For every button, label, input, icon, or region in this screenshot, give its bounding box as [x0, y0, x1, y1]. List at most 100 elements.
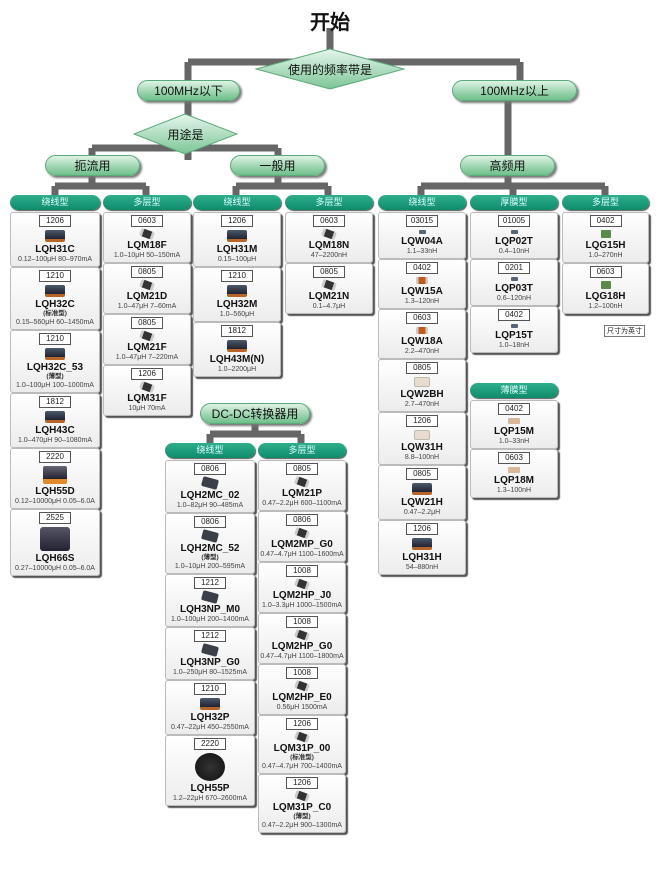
product-name: LQH2MC_52	[180, 543, 240, 554]
product-spec: 0.47–2.2μH 600–1100mA	[262, 500, 342, 507]
product-name: LQG15H	[585, 240, 626, 251]
coil-icon	[45, 230, 65, 242]
size-code: 2220	[39, 451, 71, 463]
size-code: 0806	[194, 463, 226, 475]
product-card[interactable]: 2220 LQH55D 0.12–10000μH 0.05–6.0A	[10, 448, 100, 509]
coil-icon	[45, 411, 65, 423]
general-wirewound-column: 绕线型 1206 LQH31M 0.15–100μH 1210 LQH32M 1…	[193, 195, 281, 377]
product-spec: 1.0–3.3μH 1000–1500mA	[262, 602, 342, 609]
size-code: 1812	[39, 396, 71, 408]
branch-above-100mhz[interactable]: 100MHz以上	[452, 80, 577, 101]
product-card[interactable]: 0805 LQW21H 0.47–2.2μH	[378, 465, 466, 520]
product-card[interactable]: 0805 LQM21P 0.47–2.2μH 600–1100mA	[258, 460, 346, 511]
product-spec: 0.15–100μH	[217, 256, 257, 263]
column-header: 绕线型	[193, 195, 281, 210]
product-name: LQH55D	[35, 486, 75, 497]
product-card[interactable]: 1210 LQH32C_53 (薄型) 1.0–100μH 100–1000mA	[10, 330, 100, 393]
size-code: 1212	[194, 630, 226, 642]
product-name: LQW04A	[401, 236, 443, 247]
product-card[interactable]: 0603 LQP18M 1.3–100nH	[470, 449, 558, 498]
size-code: 0805	[313, 266, 345, 278]
product-card[interactable]: 1206 LQH31M 0.15–100μH	[193, 212, 281, 267]
size-unit-note: 尺寸为英寸	[604, 325, 645, 337]
product-card[interactable]: 1206 LQM31P_00 (标准型) 0.47–4.7μH 700–1400…	[258, 715, 346, 774]
chip-icon	[294, 526, 310, 540]
product-card[interactable]: 0402 LQP15M 1.0–33nH	[470, 400, 558, 449]
product-card[interactable]: 0201 LQP03T 0.6–120nH	[470, 259, 558, 306]
product-card[interactable]: 1210 LQH32M 1.0–560μH	[193, 267, 281, 322]
product-spec: 0.47–4.7μH 1100–1600mA	[260, 551, 344, 558]
product-spec: 1.0–10μH 200–595mA	[174, 563, 246, 570]
product-name: LQM2HP_G0	[271, 641, 333, 652]
product-card[interactable]: 2220 LQH55P 1.2–22μH 670–2600mA	[165, 735, 255, 806]
product-card[interactable]: 0603 LQG18H 1.2–100nH	[562, 263, 649, 314]
green-chip-icon	[600, 230, 611, 238]
coil-icon	[412, 483, 432, 495]
size-code: 0603	[313, 215, 345, 227]
product-card[interactable]: 1008 LQM2HP_E0 0.56μH 1500mA	[258, 664, 346, 715]
product-card[interactable]: 1206 LQH31H 54–880nH	[378, 520, 466, 575]
product-name: LQH43M(N)	[209, 354, 265, 365]
size-code: 0603	[589, 266, 622, 278]
flat-coil-icon	[200, 476, 220, 490]
product-card[interactable]: 0603 LQW18A 2.2–470nH	[378, 309, 466, 359]
shielded-coil-icon	[40, 527, 70, 551]
branch-dcdc-converter[interactable]: DC-DC转换器用	[200, 403, 310, 424]
chip-icon	[294, 679, 310, 693]
branch-choke[interactable]: 扼流用	[45, 155, 140, 176]
product-name: LQW2BH	[400, 389, 444, 400]
flat-coil-icon	[200, 590, 220, 604]
size-code: 2220	[194, 738, 226, 750]
product-spec: 1.0–10μH 50–150mA	[113, 252, 181, 259]
product-name: LQM2HP_E0	[272, 692, 332, 703]
product-card[interactable]: 0805 LQM21D 1.0–47μH 7–60mA	[103, 263, 191, 314]
product-card[interactable]: 0806 LQM2MP_G0 0.47–4.7μH 1100–1600mA	[258, 511, 346, 562]
product-card[interactable]: 0805 LQW2BH 2.7–470nH	[378, 359, 466, 412]
chip-icon	[321, 278, 337, 292]
branch-below-100mhz[interactable]: 100MHz以下	[137, 80, 240, 101]
coil-icon	[227, 340, 247, 352]
product-name: LQH66S	[35, 553, 75, 564]
product-card[interactable]: 01005 LQP02T 0.4–10nH	[470, 212, 558, 259]
product-card[interactable]: 0806 LQH2MC_52 (薄型) 1.0–10μH 200–595mA	[165, 513, 255, 574]
product-card[interactable]: 0805 LQM21F 1.0–47μH 7–220mA	[103, 314, 191, 365]
product-card[interactable]: 1206 LQM31F 10μH 70mA	[103, 365, 191, 416]
product-card[interactable]: 1206 LQW31H 8.8–100nH	[378, 412, 466, 465]
size-code: 0806	[194, 516, 226, 528]
product-spec: 0.47–2.2μH	[403, 509, 441, 516]
product-card[interactable]: 0806 LQH2MC_02 1.0–82μH 90–485mA	[165, 460, 255, 513]
product-card[interactable]: 1210 LQH32C (标准型) 0.15–560μH 60–1450mA	[10, 267, 100, 330]
branch-general[interactable]: 一般用	[230, 155, 325, 176]
tiny-chip-icon	[510, 324, 518, 328]
product-card[interactable]: 0603 LQM18F 1.0–10μH 50–150mA	[103, 212, 191, 263]
product-name: LQM21P	[281, 488, 322, 499]
product-card[interactable]: 1812 LQH43M(N) 1.0–2200μH	[193, 322, 281, 377]
product-card[interactable]: 1206 LQH31C 0.12–100μH 80–970mA	[10, 212, 100, 267]
product-spec: 1.2–22μH 670–2600mA	[172, 795, 248, 802]
size-code: 1210	[39, 270, 71, 282]
product-card[interactable]: 0603 LQM18N 47–2200nH	[285, 212, 373, 263]
product-card[interactable]: 1212 LQH3NP_M0 1.0–100μH 200–1400mA	[165, 574, 255, 627]
product-spec: 1.0–270nH	[588, 252, 623, 259]
product-card[interactable]: 0402 LQW15A 1.3–120nH	[378, 259, 466, 309]
product-name: LQW31H	[401, 442, 443, 453]
product-name: LQH2MC_02	[180, 490, 240, 501]
product-card[interactable]: 1008 LQM2HP_J0 1.0–3.3μH 1000–1500mA	[258, 562, 346, 613]
product-name: LQM18F	[127, 240, 167, 251]
product-card[interactable]: 1812 LQH43C 1.0–470μH 90–1080mA	[10, 393, 100, 448]
product-card[interactable]: 1210 LQH32P 0.47–22μH 450–2550mA	[165, 680, 255, 735]
product-card[interactable]: 2525 LQH66S 0.27–10000μH 0.05–6.0A	[10, 509, 100, 576]
product-name: LQH31C	[35, 244, 75, 255]
product-card[interactable]: 03015 LQW04A 1.1–33nH	[378, 212, 466, 259]
product-card[interactable]: 0402 LQG15H 1.0–270nH	[562, 212, 649, 263]
chip-icon	[294, 789, 310, 803]
branch-high-frequency[interactable]: 高频用	[460, 155, 555, 176]
product-name: LQM18N	[308, 240, 350, 251]
product-card[interactable]: 1212 LQH3NP_G0 1.0–250μH 80–1525mA	[165, 627, 255, 680]
product-card[interactable]: 0805 LQM21N 0.1–4.7μH	[285, 263, 373, 314]
product-card[interactable]: 1206 LQM31P_C0 (薄型) 0.47–2.2μH 900–1300m…	[258, 774, 346, 833]
product-card[interactable]: 0402 LQP15T 1.0–18nH	[470, 306, 558, 353]
size-code: 0603	[406, 312, 438, 324]
column-header: 多层型	[258, 443, 346, 458]
product-card[interactable]: 1008 LQM2HP_G0 0.47–4.7μH 1100–1800mA	[258, 613, 346, 664]
